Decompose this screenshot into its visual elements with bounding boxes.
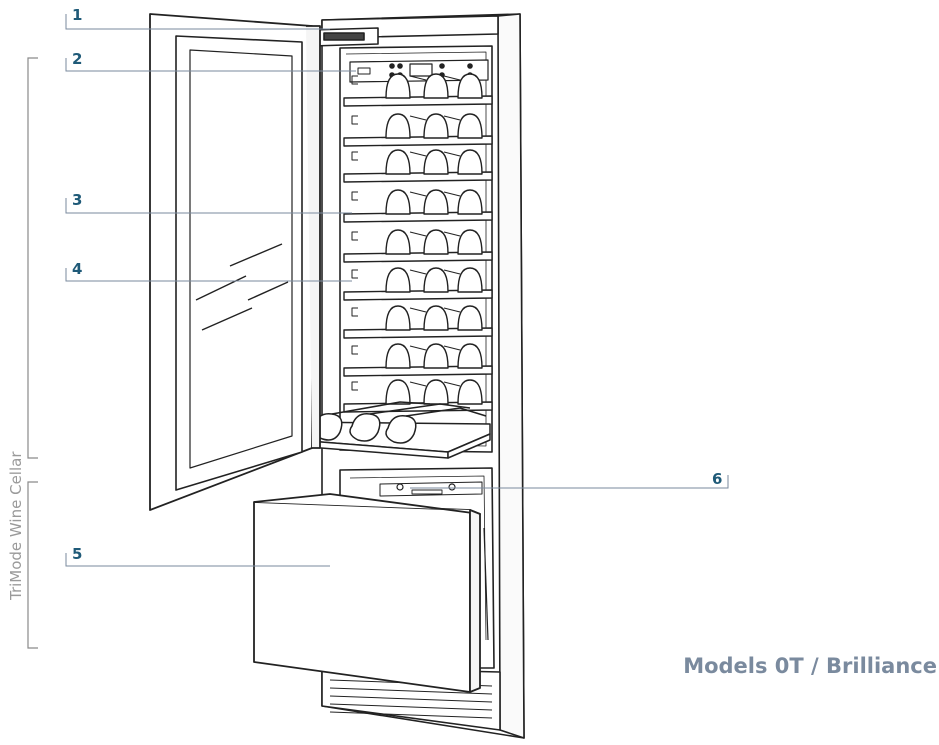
wine-shelves bbox=[343, 73, 493, 413]
shelf bbox=[343, 343, 493, 377]
control-panel bbox=[349, 59, 489, 83]
bottle bbox=[457, 305, 483, 331]
bottle bbox=[457, 73, 483, 99]
bottle bbox=[385, 73, 411, 99]
bottle bbox=[423, 189, 449, 215]
bottle bbox=[457, 343, 483, 369]
shelf bbox=[343, 149, 493, 183]
leader-line-3 bbox=[65, 198, 352, 214]
callout-1: 1 bbox=[72, 6, 82, 24]
callout-leaders bbox=[65, 14, 729, 567]
shelf bbox=[343, 189, 493, 223]
bottle bbox=[385, 343, 411, 369]
bottle bbox=[423, 113, 449, 139]
callout-5: 5 bbox=[72, 545, 82, 563]
shelf bbox=[343, 113, 493, 147]
leader-line-4 bbox=[65, 268, 352, 282]
models-title: Models 0T / Brilliance bbox=[683, 654, 937, 678]
leader-line-5 bbox=[65, 553, 330, 567]
leader-line-2 bbox=[65, 58, 356, 72]
drawer-front bbox=[253, 493, 481, 693]
section-brackets bbox=[27, 57, 38, 649]
bottle bbox=[457, 189, 483, 215]
cabinet-side-panel bbox=[497, 13, 525, 739]
bottle bbox=[385, 149, 411, 175]
bottle bbox=[385, 267, 411, 293]
bottle bbox=[423, 149, 449, 175]
bottle bbox=[423, 343, 449, 369]
leader-line-1 bbox=[65, 14, 330, 30]
door-glass-inner bbox=[189, 49, 293, 469]
bottle bbox=[423, 73, 449, 99]
callout-4: 4 bbox=[72, 260, 82, 278]
leader-line-6 bbox=[410, 475, 729, 489]
bottle bbox=[457, 113, 483, 139]
bottle bbox=[457, 379, 483, 405]
open-door bbox=[149, 13, 321, 511]
bottle bbox=[457, 149, 483, 175]
bottle bbox=[385, 379, 411, 405]
callout-6: 6 bbox=[712, 470, 722, 488]
shelf bbox=[343, 305, 493, 339]
bottle bbox=[423, 267, 449, 293]
bottle bbox=[385, 229, 411, 255]
shelf bbox=[343, 229, 493, 263]
bottle bbox=[423, 379, 449, 405]
bottle bbox=[385, 189, 411, 215]
trimode-wine-cellar-label: TriMode Wine Cellar bbox=[7, 451, 25, 601]
bottle bbox=[385, 113, 411, 139]
callout-3: 3 bbox=[72, 191, 82, 209]
drawer-sensor-strip bbox=[379, 481, 483, 497]
callout-numbers: 1 2 3 4 5 6 bbox=[72, 6, 722, 563]
bottle bbox=[423, 305, 449, 331]
pulled-out-shelf bbox=[269, 401, 491, 459]
bottle bbox=[457, 229, 483, 255]
bottle bbox=[385, 305, 411, 331]
upper-compartment-opening bbox=[339, 45, 493, 453]
shelf bbox=[343, 73, 493, 107]
bottle bbox=[457, 267, 483, 293]
bracket-lower bbox=[27, 481, 38, 649]
callout-2: 2 bbox=[72, 50, 82, 68]
bracket-upper bbox=[27, 57, 38, 459]
bottle bbox=[423, 229, 449, 255]
shelf bbox=[343, 267, 493, 301]
